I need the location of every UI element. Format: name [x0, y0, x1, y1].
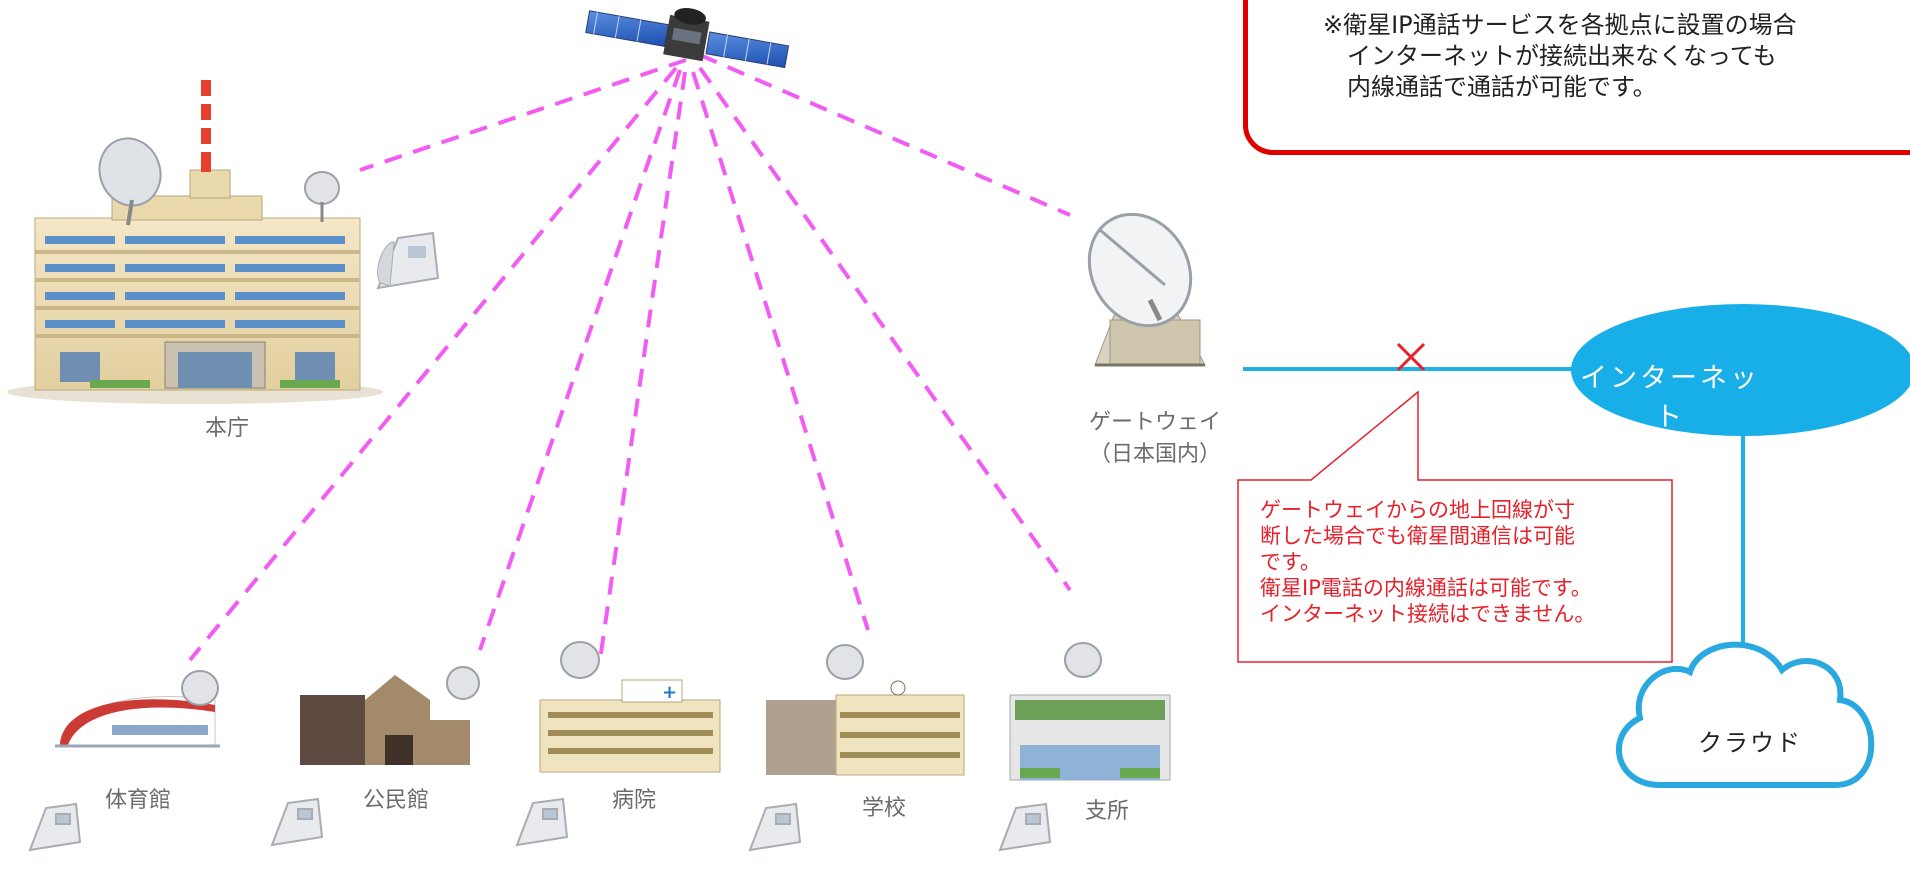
phone-icon: [270, 797, 324, 847]
gym-building: [55, 670, 220, 748]
note-line-1: ※衛星IP通話サービスを各拠点に設置の場合: [1323, 11, 1797, 39]
callout-box: [1237, 390, 1673, 663]
cloud-icon: [1615, 641, 1875, 788]
satellite-icon: [585, 8, 790, 69]
school-building: [766, 644, 965, 776]
label-branch: 支所: [1085, 799, 1130, 824]
callout-text: ゲートウェイからの地上回線が寸 断した場合でも衛星間通信は可能 です。 衛星IP…: [1260, 497, 1660, 627]
label-gateway: ゲートウェイ （日本国内）: [1080, 404, 1230, 468]
label-community-hall: 公民館: [363, 788, 430, 813]
svg-text:+: +: [662, 682, 677, 703]
link-honcho: [359, 58, 687, 172]
callout-line-5: インターネット接続はできません。: [1260, 602, 1596, 626]
callout-line-3: です。: [1260, 550, 1321, 574]
callout-line-2: 断した場合でも衛星間通信は可能: [1260, 524, 1575, 548]
internet-node: [1571, 304, 1910, 436]
link-community-hall: [478, 69, 682, 651]
note-line-3: 内線通話で通話が可能です。: [1323, 73, 1657, 101]
label-honcho: 本庁: [205, 416, 250, 441]
note-text: ※衛星IP通話サービスを各拠点に設置の場合 インターネットが接続出来なくなっても…: [1323, 10, 1797, 103]
gateway-antenna: [1087, 212, 1206, 367]
phone-icon: [376, 231, 440, 290]
community-hall-building: [300, 666, 480, 765]
label-internet: インターネット: [1580, 363, 1760, 433]
phone-icon: [748, 802, 802, 852]
phone-icon: [515, 797, 569, 847]
callout-line-4: 衛星IP電話の内線通話は可能です。: [1260, 576, 1592, 600]
note-line-2: インターネットが接続出来なくなっても: [1323, 42, 1777, 70]
link-school: [691, 71, 870, 631]
phone-icon: [28, 802, 82, 852]
link-branch: [698, 66, 1072, 592]
gateway-line-2: （日本国内）: [1088, 442, 1221, 467]
label-cloud: クラウド: [1698, 729, 1802, 757]
cross-mark-icon: [1396, 342, 1426, 372]
label-school: 学校: [862, 796, 907, 821]
label-hospital: 病院: [612, 788, 657, 813]
gateway-line-1: ゲートウェイ: [1088, 410, 1221, 435]
link-hospital: [598, 71, 687, 661]
satellite-links: [188, 53, 1072, 662]
hospital-building: +: [539, 641, 721, 773]
note-box: [1243, 0, 1910, 155]
label-gym: 体育館: [105, 788, 172, 813]
link-gateway: [699, 53, 1071, 217]
link-gym: [188, 66, 678, 662]
honcho-building: [7, 80, 383, 404]
branch-building: [1009, 642, 1171, 781]
phone-icon: [998, 802, 1052, 852]
callout-line-1: ゲートウェイからの地上回線が寸: [1260, 498, 1575, 522]
